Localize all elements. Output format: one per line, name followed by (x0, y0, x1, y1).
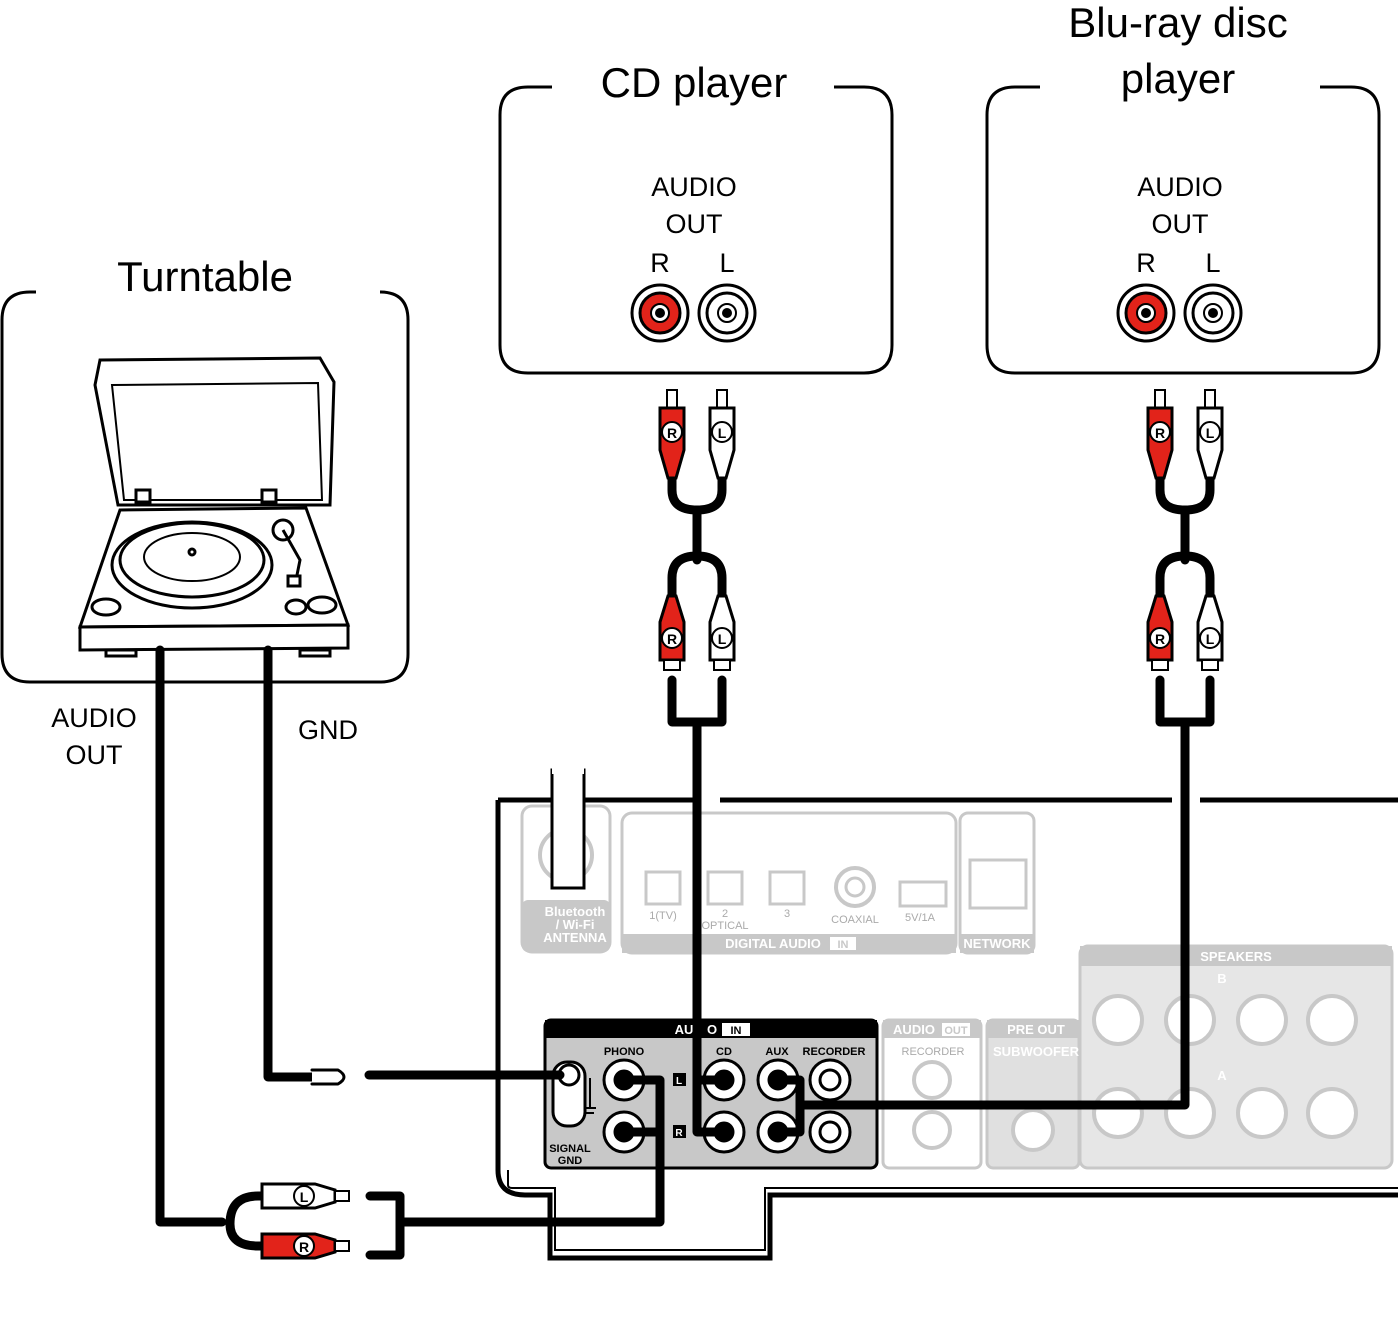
bluray-title-1: Blu-ray disc (1068, 0, 1287, 46)
audio-in-label-2: O (707, 1022, 717, 1037)
cd-plug-l-bottom: L (708, 594, 736, 671)
network-label: NETWORK (963, 936, 1031, 951)
cd-plug-r-top: R (658, 389, 686, 480)
turntable-plug-r: R (260, 1232, 350, 1260)
usb-label: 5V/1A (905, 912, 936, 924)
turntable-audio-out-label-1: AUDIO (51, 703, 137, 733)
turntable-plug-r-mark: R (299, 1239, 309, 1255)
bluray-r-jack (1116, 283, 1176, 343)
turntable-icon (77, 356, 351, 658)
cd-player-device: CD player AUDIO OUT R L (498, 59, 894, 375)
cd-l-jack (697, 283, 757, 343)
cd-r-label: R (650, 248, 670, 278)
cd-l-label: L (719, 248, 734, 278)
phono-label: PHONO (604, 1046, 645, 1058)
audio-in-label-1: AU (675, 1022, 694, 1037)
turntable-plug-l-mark: L (300, 1189, 309, 1205)
cd-plug-r-bottom-mark: R (667, 631, 677, 647)
bluray-plug-r-bottom-mark: R (1155, 631, 1165, 647)
optical-1-label: 1(TV) (649, 910, 677, 922)
speakers-section: SPEAKERS B A (1078, 944, 1394, 1170)
bluray-l-label: L (1205, 248, 1220, 278)
bluray-l-jack (1183, 283, 1243, 343)
receiver-rear-panel: Bluetooth / Wi-Fi ANTENNA 1(TV) 2 OPTICA… (495, 762, 1398, 1261)
left-channel-mark: L (676, 1076, 682, 1087)
digital-audio-section: 1(TV) 2 OPTICAL 3 COAXIAL 5V/1A DIGITAL … (620, 811, 958, 955)
turntable-audio-out-label-2: OUT (66, 740, 123, 770)
cd-r-jack (630, 283, 690, 343)
cd-plug-r-top-mark: R (667, 425, 677, 441)
bluray-r-label: R (1136, 248, 1156, 278)
audio-in-badge: IN (731, 1025, 742, 1037)
antenna-label-3: ANTENNA (543, 930, 607, 945)
digital-audio-label: DIGITAL AUDIO (725, 936, 821, 951)
pre-out-label: PRE OUT (1007, 1022, 1065, 1037)
audio-out-badge: OUT (944, 1025, 968, 1037)
cd-audio-label-1: AUDIO (651, 172, 737, 202)
cd-plug-l-top-mark: L (718, 425, 727, 441)
speakers-b-label: B (1217, 971, 1226, 986)
bluray-device: Blu-ray disc player AUDIO OUT R L (985, 0, 1381, 375)
bluray-cable (1155, 465, 1215, 515)
bluray-plug-l-bottom-mark: L (1206, 631, 1215, 647)
recorder-in-label: RECORDER (803, 1046, 866, 1058)
speakers-label: SPEAKERS (1200, 949, 1272, 964)
pre-out-section: PRE OUT SUBWOOFER (985, 1018, 1081, 1170)
speakers-a-label: A (1217, 1068, 1227, 1083)
phono-cable (365, 1075, 665, 1260)
digital-in-badge: IN (838, 939, 849, 951)
recorder-out-label: RECORDER (902, 1046, 965, 1058)
bluray-plug-l-bottom: L (1196, 594, 1224, 671)
cd-plug-l-bottom-mark: L (718, 631, 727, 647)
audio-in-panel: AU O IN PHONO CD AUX RECORDER SIGNAL GND… (543, 1018, 879, 1170)
bluray-plug-r-bottom: R (1146, 594, 1174, 671)
cd-plug-r-bottom: R (658, 594, 686, 671)
turntable-gnd-label: GND (298, 715, 358, 745)
cd-plug-l-top: L (708, 389, 736, 480)
bluray-audio-label-1: AUDIO (1137, 172, 1223, 202)
cd-audio-label-2: OUT (666, 209, 723, 239)
antenna-label-1: Bluetooth (545, 904, 606, 919)
audio-out-label: AUDIO (893, 1022, 935, 1037)
right-channel-mark: R (675, 1128, 683, 1139)
bluray-plug-r-top-mark: R (1155, 425, 1165, 441)
turntable-audio-cable (155, 645, 227, 1227)
cd-player-title: CD player (601, 59, 788, 106)
turntable-device: Turntable AUDIO OUT GND (0, 253, 410, 770)
subwoofer-label: SUBWOOFER (993, 1044, 1080, 1059)
signal-gnd-label-1: SIGNAL (549, 1143, 591, 1155)
cables (155, 465, 1215, 1260)
bluray-audio-label-2: OUT (1152, 209, 1209, 239)
optical-3-label: 3 (784, 908, 790, 920)
bluray-title-2: player (1121, 55, 1235, 102)
optical-2-label: 2 (722, 908, 728, 920)
turntable-gnd-cable (263, 645, 317, 1082)
recorder-l-jack (808, 1058, 852, 1102)
audio-out-section: AUDIO OUT RECORDER (881, 1018, 983, 1170)
coaxial-label: COAXIAL (831, 914, 879, 926)
bluray-plug-r-top: R (1146, 389, 1174, 480)
signal-gnd-label-2: GND (558, 1155, 583, 1167)
aux-label: AUX (765, 1046, 789, 1058)
cd-cable (667, 465, 727, 515)
turntable-plug-l: L (260, 1182, 350, 1210)
cd-in-label: CD (716, 1046, 732, 1058)
antenna-stick (550, 768, 586, 890)
optical-label: OPTICAL (701, 920, 748, 932)
antenna-label-2: / Wi-Fi (556, 917, 595, 932)
bluray-plug-l-top: L (1196, 389, 1224, 480)
recorder-r-jack (808, 1110, 852, 1154)
bluray-plug-l-top-mark: L (1206, 425, 1215, 441)
turntable-title: Turntable (117, 253, 293, 300)
network-section: NETWORK (958, 811, 1036, 955)
